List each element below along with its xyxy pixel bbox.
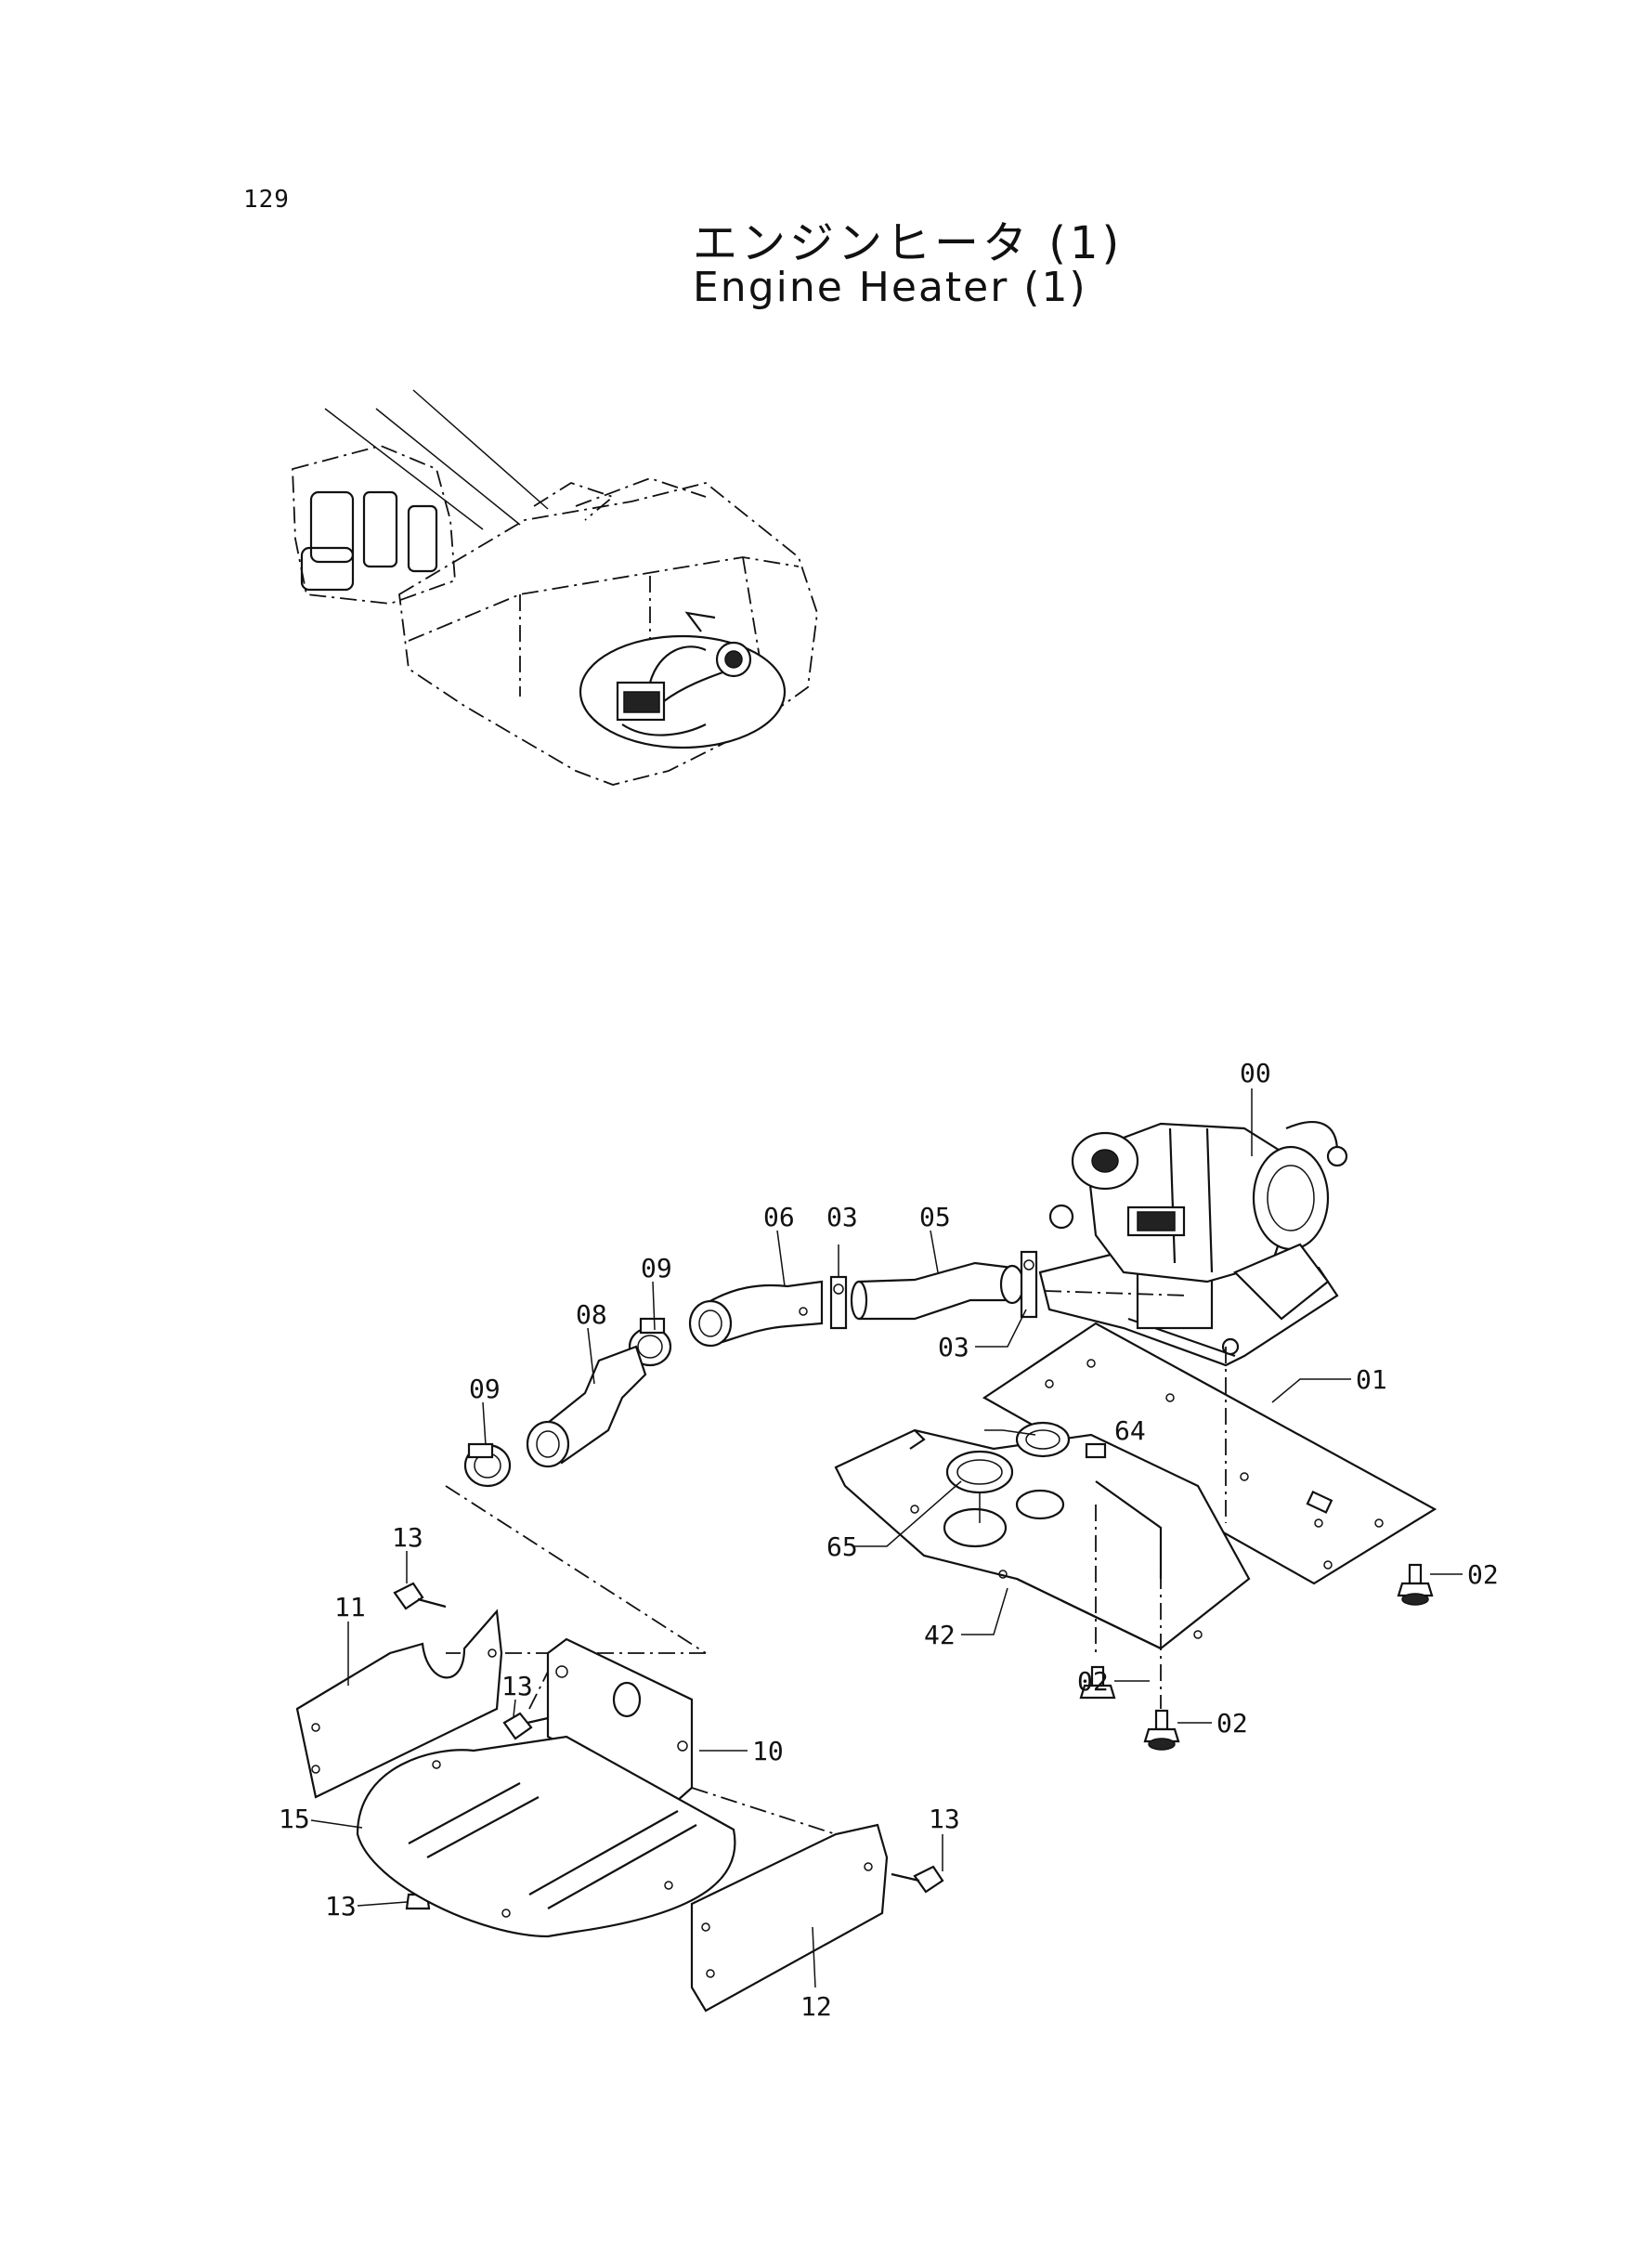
callout-13-top: 13 [392,1522,423,1553]
clamp-09-lower [463,1442,512,1488]
floor-plate-42 [834,1428,1251,1709]
clamp-03-a [829,1275,848,1330]
clamp-03-b [1020,1250,1038,1319]
callout-10: 10 [752,1736,784,1766]
bolt-13-d [891,1865,944,1894]
callout-08: 08 [576,1299,607,1330]
seal-ring-64 [1015,1421,1071,1520]
callout-15: 15 [279,1804,310,1834]
page-number: 129 [243,186,290,214]
bolt-13-a [393,1582,447,1610]
title-english: Engine Heater (1) [693,264,1087,311]
callout-64: 64 [1114,1415,1146,1446]
callout-13-right: 13 [929,1804,960,1834]
duct-08 [526,1345,647,1468]
callout-03-lower: 03 [938,1332,969,1362]
callout-00: 00 [1240,1058,1271,1088]
bolt-02-mid [1079,1665,1116,1700]
callout-labels: 00 01 02 02 02 03 03 05 06 08 09 09 10 1… [279,1058,1499,2022]
callout-13-middle: 13 [501,1671,533,1701]
seal-ring-65 [943,1450,1014,1548]
callout-01: 01 [1356,1364,1387,1395]
title-japanese: エンジンヒータ (1) [693,217,1124,269]
bolt-13-b [502,1712,549,1740]
callout-42: 42 [924,1620,956,1650]
callout-06: 06 [763,1202,795,1232]
callout-03-upper: 03 [826,1202,858,1232]
callout-02-bottom: 02 [1216,1708,1248,1739]
floor-plate-15 [356,1735,736,1938]
duct-05 [850,1261,1025,1321]
duct-06 [688,1280,824,1348]
callout-09-lower: 09 [469,1374,501,1404]
cover-12 [690,1823,889,2013]
callout-11: 11 [334,1592,366,1622]
leader-lines [310,1088,1463,1988]
callout-02-mid: 02 [1077,1666,1109,1697]
bolt-02-bottom [1143,1709,1180,1751]
callout-13-left: 13 [325,1891,357,1922]
cover-11 [295,1609,503,1799]
callout-02-right: 02 [1467,1559,1499,1590]
callout-65: 65 [826,1531,858,1562]
callout-05: 05 [919,1202,951,1232]
callout-12: 12 [800,1991,832,2022]
callout-09-upper: 09 [641,1253,672,1283]
heater-unit-00 [1038,1121,1348,1367]
excavator-overview-illustration [292,389,818,786]
bolt-02-right [1397,1563,1434,1606]
